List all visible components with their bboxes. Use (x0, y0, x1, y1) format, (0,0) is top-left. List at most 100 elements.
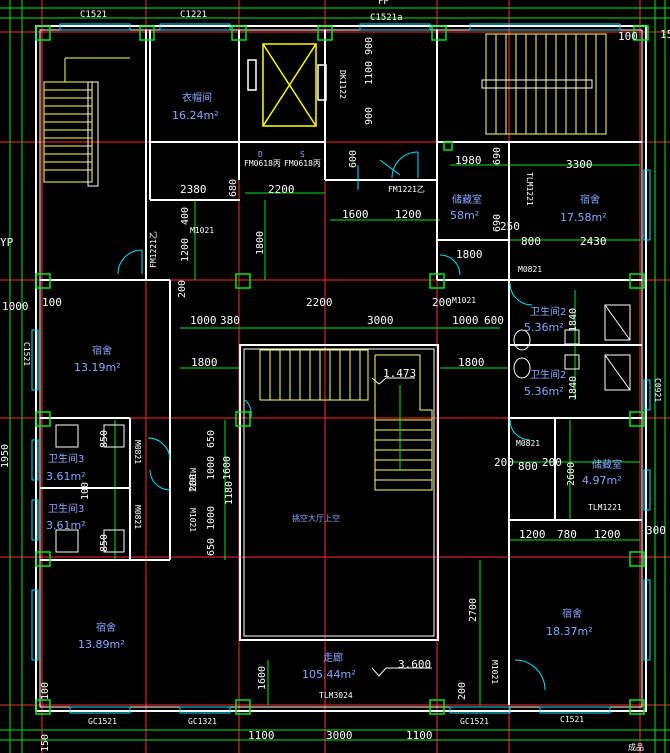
room-storage-right-name: 储藏室 (592, 458, 622, 471)
label-c1521-right: C1521a (370, 13, 403, 23)
label-dim-15: 15 (660, 28, 670, 41)
label-gc1321: GC1321 (188, 717, 217, 726)
door-m0821-d: M0821 (133, 505, 142, 529)
label-gc1521-b: GC1521 (460, 717, 489, 726)
dim-1100-v: 1100 (364, 61, 375, 85)
dim-1000-v: 1000 (206, 456, 217, 480)
stair-top-right (481, 33, 607, 135)
door-m1021-d: M1021 (188, 508, 197, 532)
window-labels: GC1521 GC1321 GC1521 C1521 (88, 715, 584, 726)
dim-680: 680 (228, 179, 239, 197)
door-fm0618a: FM0618丙 (244, 159, 281, 168)
dim-200-bot2: 200 (188, 474, 199, 492)
room-wc3-a-area: 3.61m² (46, 470, 86, 483)
column-icon (35, 25, 649, 715)
dim-690-b: 690 (492, 214, 503, 232)
top-labels: C1521 C1221 C1521a FP 100 15 (80, 0, 670, 43)
room-cloak-area: 16.24m² (172, 109, 219, 122)
door-tlm1221-a: TLM1221 (525, 172, 534, 206)
dim-780: 780 (557, 528, 577, 541)
door-dk1122: DK1122 (338, 70, 347, 99)
dim-1000-b: 1000 (452, 314, 479, 327)
dim-690-a: 690 (492, 147, 503, 165)
room-dorm-top-right-area: 17.58m² (560, 211, 607, 224)
room-corridor-area: 105.44m² (302, 668, 356, 681)
dim-3000: 3000 (367, 314, 394, 327)
dim-650-a: 650 (206, 430, 217, 448)
dim-200-bot: 200 (457, 682, 468, 700)
dim-850-a: 850 (99, 430, 110, 448)
dim-3300: 3300 (566, 158, 593, 171)
elevator-shaft-icon (247, 43, 327, 127)
room-wc3-b-name: 卫生间3 (48, 502, 84, 515)
dim-600-v: 600 (348, 150, 359, 168)
dim-1840-a: 1840 (568, 308, 579, 332)
label-gc1521-a: GC1521 (88, 717, 117, 726)
door-swing-icon (117, 151, 546, 691)
dim-2700: 2700 (468, 598, 479, 622)
dimension-values: 2380 2200 1600 1200 1980 3300 800 2430 1… (0, 37, 666, 752)
dim-1100-a: 1100 (248, 729, 275, 742)
dim-250: 250 (500, 220, 520, 233)
label-c1521-bottom: C1521 (560, 715, 584, 724)
room-dorm-left-bottom-name: 宿舍 (96, 621, 116, 634)
dim-1800-rr: 1800 (458, 356, 485, 369)
label-fp: FP (378, 0, 389, 7)
stair-top-left (43, 57, 130, 187)
dim-2200: 2200 (268, 183, 295, 196)
room-dorm-right-bottom-name: 宿舍 (562, 607, 582, 620)
label-c1221: C1221 (180, 10, 207, 20)
door-m1021-b: M1021 (452, 296, 476, 305)
dim-1200: 1200 (395, 208, 422, 221)
dim-2430: 2430 (580, 235, 607, 248)
lobby-void (239, 344, 439, 641)
room-wc2-b-area: 5.36m² (524, 385, 564, 398)
door-m1021-e: M1021 (490, 660, 499, 684)
dim-1000-side: 1000 (2, 300, 29, 313)
label-dim-100: 100 (618, 30, 638, 43)
dim-800-b: 800 (518, 460, 538, 473)
dim-1800-l: 1800 (191, 356, 218, 369)
door-m0821-b: M0821 (516, 439, 540, 448)
room-dorm-top-right-name: 宿舍 (580, 193, 600, 206)
door-m1021-c: M1021 (188, 468, 197, 492)
room-labels: 衣帽间 16.24m² 储藏室 58m² 宿舍 17.58m² 宿舍 13.19… (46, 91, 622, 681)
room-storage-top-name: 储藏室 (452, 193, 482, 206)
dim-150: 150 (40, 734, 51, 752)
dim-100: 100 (42, 296, 62, 309)
dim-1840-b: 1840 (568, 376, 579, 400)
dim-1980: 1980 (455, 154, 482, 167)
walls (35, 25, 647, 712)
dim-100-left: 100 (40, 682, 51, 700)
door-c0921: C0921 (653, 378, 662, 402)
door-m1021-a: M1021 (190, 226, 214, 235)
dim-200-b: 200 (432, 296, 452, 309)
door-fm1221-left: FM1221乙 (149, 231, 158, 268)
room-dorm-left-bottom-area: 13.89m² (78, 638, 125, 651)
door-tlm1221-b: TLM1221 (588, 503, 622, 512)
corner-label: 成品 (628, 742, 644, 752)
dim-400: 400 (180, 207, 191, 225)
dim-200-c: 200 (494, 456, 514, 469)
room-dorm-left-top-area: 13.19m² (74, 361, 121, 374)
dim-1800-v: 1800 (255, 231, 266, 255)
dim-1600-bot: 1600 (222, 456, 233, 480)
door-fm0618b: FM0618丙 (284, 159, 321, 168)
dim-1800-r: 1800 (456, 248, 483, 261)
dim-1600: 1600 (342, 208, 369, 221)
room-wc2-b-name: 卫生间2 (530, 368, 566, 381)
dim-1000-a: 1000 (190, 314, 217, 327)
dim-900-a: 900 (364, 37, 375, 55)
dim-200-d: 200 (542, 456, 562, 469)
dim-1600-b: 1600 (257, 666, 268, 690)
dim-1000-v2: 1000 (206, 506, 217, 530)
dim-2600: 2600 (566, 462, 577, 486)
elevation-stair: 1.473 (383, 367, 416, 380)
dim-850-b: 850 (99, 534, 110, 552)
dim-1200-c: 1200 (594, 528, 621, 541)
door-fm1221-top: FM1221乙 (388, 185, 425, 194)
door-labels: FM0618丙 FM0618丙 FM1221乙 FM1221乙 M1021 M1… (22, 70, 662, 700)
room-cloak-name: 衣帽间 (182, 91, 212, 104)
